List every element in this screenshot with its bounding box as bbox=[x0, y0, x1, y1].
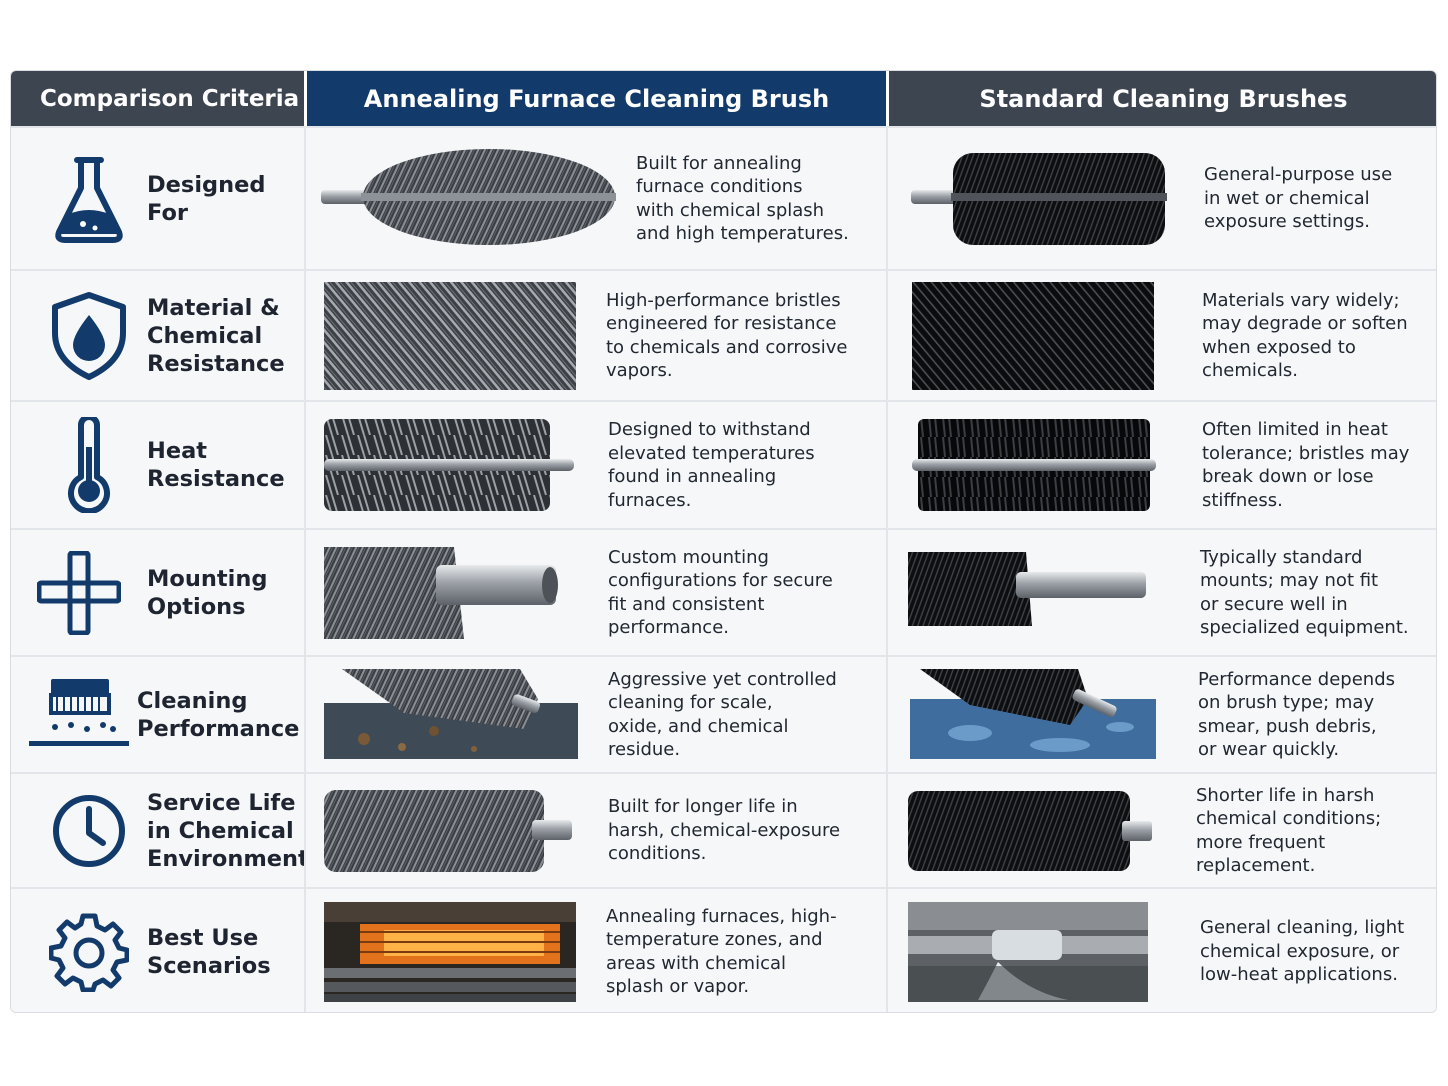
standard-description: General-purpose use in wet or chemical e… bbox=[1204, 164, 1393, 233]
criterion-cell: Designed For bbox=[11, 126, 304, 269]
annealing-description: Designed to withstand elevated temperatu… bbox=[608, 419, 815, 511]
criterion-label: Cleaning Performance bbox=[137, 687, 300, 742]
bristle-closeup-gray-image bbox=[324, 281, 576, 390]
annealing-cell: Custom mounting configurations for secur… bbox=[304, 528, 886, 655]
shield-drop-icon bbox=[37, 288, 141, 384]
criterion-label: Designed For bbox=[147, 171, 266, 226]
annealing-cell: Built for longer life in harsh, chemical… bbox=[304, 772, 886, 887]
standard-description: Materials vary widely; may degrade or so… bbox=[1202, 289, 1408, 382]
criterion-cell: Mounting Options bbox=[11, 528, 304, 655]
header-annealing-brush: Annealing Furnace Cleaning Brush bbox=[304, 71, 886, 126]
mount-cross-icon bbox=[37, 545, 141, 641]
header-comparison-criteria: Comparison Criteria bbox=[11, 71, 304, 126]
cleaning-brush-icon bbox=[27, 667, 131, 763]
spiral-brush-gray-image bbox=[320, 144, 622, 254]
criterion-cell: Service Life in Chemical Environments bbox=[11, 772, 322, 887]
brush-on-wet-plate-image bbox=[910, 668, 1156, 761]
criterion-cell: Material & Chemical Resistance bbox=[11, 269, 304, 400]
gear-icon bbox=[37, 904, 141, 1000]
annealing-cell: Designed to withstand elevated temperatu… bbox=[304, 400, 886, 528]
annealing-furnace-photo bbox=[324, 901, 576, 1002]
annealing-description: Aggressive yet controlled cleaning for s… bbox=[608, 668, 837, 761]
annealing-description: High-performance bristles engineered for… bbox=[606, 289, 848, 382]
standard-cell: Performance depends on brush type; may s… bbox=[886, 655, 1436, 772]
annealing-description: Built for annealing furnace conditions w… bbox=[636, 152, 849, 245]
standard-description: General cleaning, light chemical exposur… bbox=[1200, 917, 1405, 986]
criterion-label: Service Life in Chemical Environments bbox=[147, 789, 323, 872]
annealing-cell: Aggressive yet controlled cleaning for s… bbox=[304, 655, 886, 772]
twisted-brush-black-image bbox=[912, 417, 1156, 513]
clock-icon bbox=[37, 783, 141, 879]
spiral-brush-black-image bbox=[910, 149, 1172, 249]
standard-description: Shorter life in harsh chemical condition… bbox=[1196, 784, 1382, 877]
criterion-cell: Best Use Scenarios bbox=[11, 887, 304, 1012]
twisted-brush-gray-image bbox=[324, 415, 578, 515]
standard-cell: Materials vary widely; may degrade or so… bbox=[886, 269, 1436, 400]
criterion-label: Heat Resistance bbox=[147, 438, 285, 492]
standard-cell: Often limited in heat tolerance; bristle… bbox=[886, 400, 1436, 528]
bristle-closeup-black-image bbox=[912, 281, 1154, 390]
criterion-cell: Heat Resistance bbox=[11, 400, 304, 528]
standard-description: Typically standard mounts; may not fit o… bbox=[1200, 546, 1409, 639]
annealing-description: Annealing furnaces, high- temperature zo… bbox=[606, 905, 837, 998]
comparison-table: Comparison Criteria Annealing Furnace Cl… bbox=[10, 70, 1437, 1013]
standard-description: Often limited in heat tolerance; bristle… bbox=[1202, 419, 1410, 511]
header-standard-brushes: Standard Cleaning Brushes bbox=[886, 71, 1436, 126]
annealing-cell: High-performance bristles engineered for… bbox=[304, 269, 886, 400]
threaded-mount-gray-image bbox=[324, 543, 578, 643]
annealing-description: Custom mounting configurations for secur… bbox=[608, 546, 833, 639]
water-cleaning-photo bbox=[908, 901, 1148, 1002]
standard-cell: General-purpose use in wet or chemical e… bbox=[886, 126, 1436, 269]
standard-cell: Shorter life in harsh chemical condition… bbox=[886, 772, 1436, 887]
long-brush-black-image bbox=[908, 789, 1154, 873]
annealing-description: Built for longer life in harsh, chemical… bbox=[608, 796, 841, 865]
annealing-cell: Built for annealing furnace conditions w… bbox=[304, 126, 886, 269]
criterion-label: Mounting Options bbox=[147, 565, 268, 620]
standard-description: Performance depends on brush type; may s… bbox=[1198, 668, 1395, 761]
flask-icon bbox=[37, 151, 141, 247]
standard-cell: Typically standard mounts; may not fit o… bbox=[886, 528, 1436, 655]
criterion-label: Best Use Scenarios bbox=[147, 924, 271, 979]
thermometer-icon bbox=[37, 417, 141, 513]
annealing-cell: Annealing furnaces, high- temperature zo… bbox=[304, 887, 886, 1012]
standard-cell: General cleaning, light chemical exposur… bbox=[886, 887, 1436, 1012]
threaded-mount-black-image bbox=[908, 548, 1148, 638]
criterion-label: Material & Chemical Resistance bbox=[147, 294, 285, 377]
long-brush-gray-image bbox=[324, 788, 578, 874]
criterion-cell: Cleaning Performance bbox=[11, 655, 304, 772]
brush-on-scaled-plate-image bbox=[324, 668, 578, 761]
